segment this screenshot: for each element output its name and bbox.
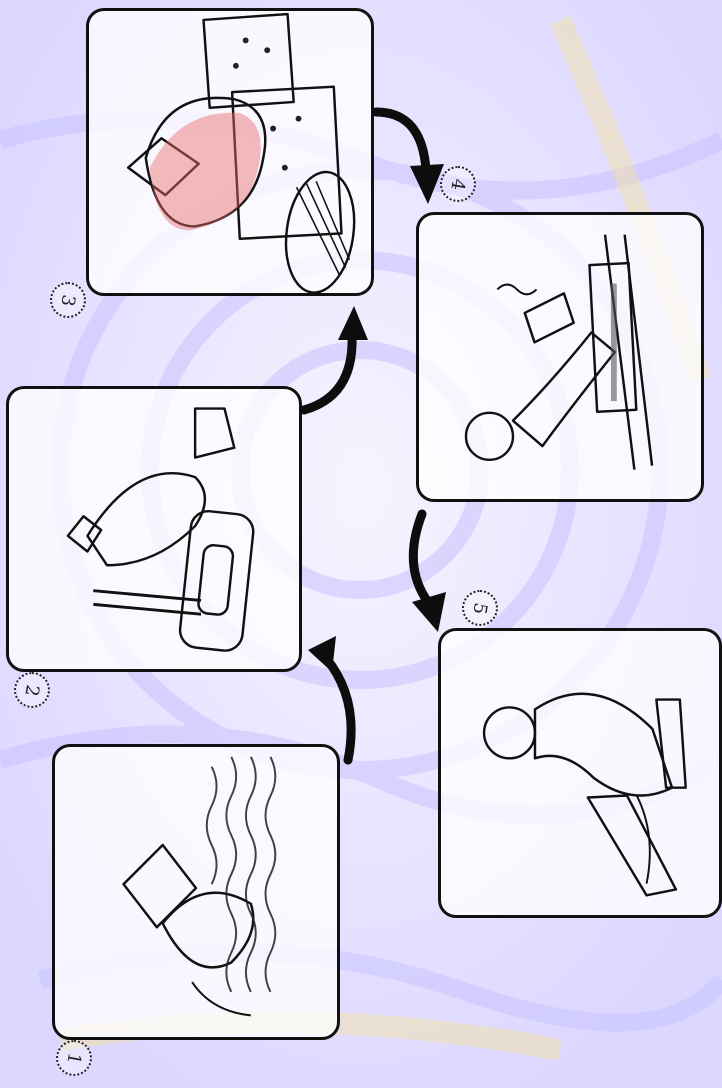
step-number-2: 2: [14, 672, 50, 708]
illustration-step-2: [9, 389, 299, 669]
illustration-step-5: [441, 631, 719, 915]
step-number-1: 1: [56, 1040, 92, 1076]
illustration-step-1: [55, 747, 337, 1037]
arrow-step-3-to-4: [370, 100, 460, 210]
panel-step-1: [52, 744, 340, 1040]
arrow-step-2-to-3: [298, 300, 378, 420]
panel-step-5: [438, 628, 722, 918]
step-number-3: 3: [50, 282, 86, 318]
step-number-3-label: 3: [57, 293, 80, 308]
illustration-step-4: [419, 215, 701, 499]
panel-step-2: [6, 386, 302, 672]
arrow-step-1-to-2: [300, 630, 380, 770]
illustration-step-3: [89, 11, 371, 293]
step-number-5-label: 5: [469, 601, 492, 616]
panel-step-4: [416, 212, 704, 502]
arrow-step-4-to-5: [398, 506, 468, 636]
step-number-1-label: 1: [63, 1051, 86, 1066]
step-number-2-label: 2: [21, 683, 44, 698]
panel-step-3: [86, 8, 374, 296]
